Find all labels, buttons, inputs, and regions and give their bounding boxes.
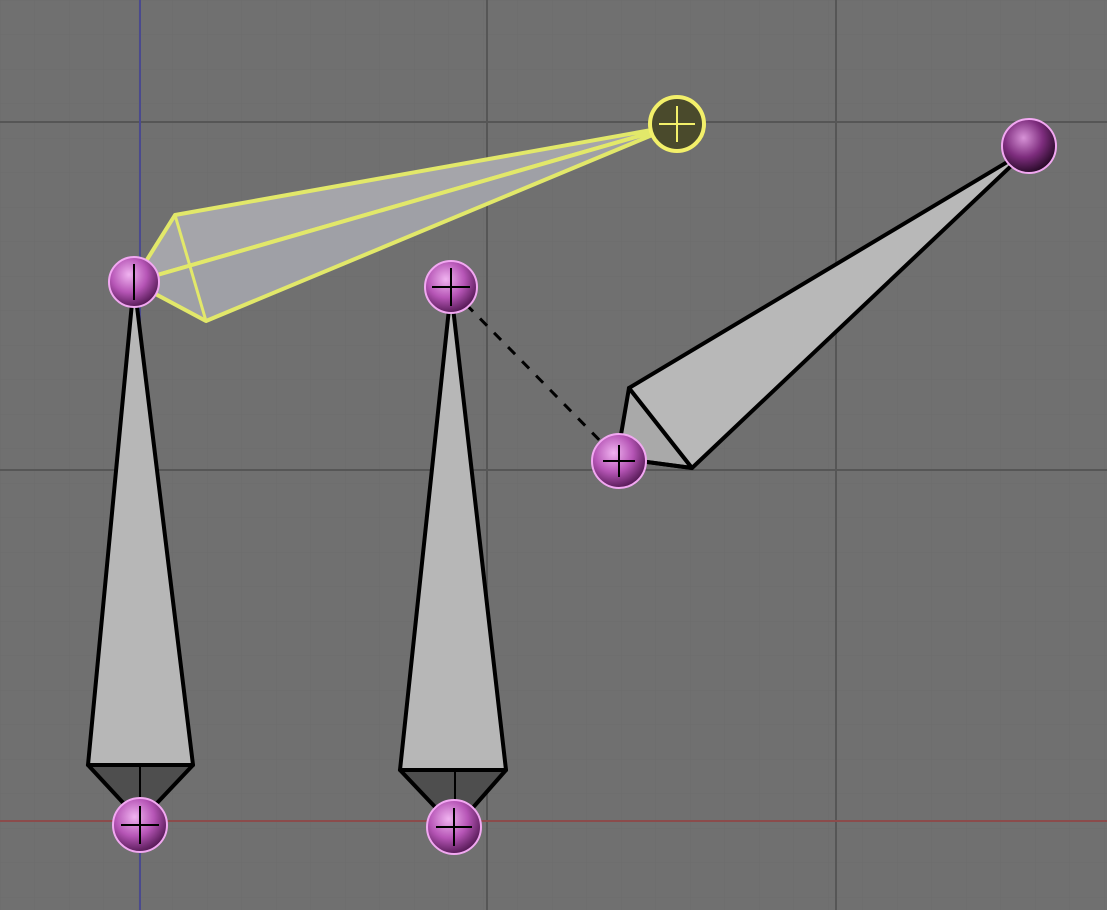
bone-4-selected[interactable] [131,124,676,323]
joint-bone2-head[interactable] [424,260,478,314]
joint-bone1-tail[interactable] [112,797,168,853]
bone-1[interactable] [86,280,195,823]
joint-bone3-head[interactable] [591,433,647,489]
selected-joint-bone4-tail[interactable] [648,95,706,153]
joint-bone3-tail[interactable] [1001,118,1057,174]
joint-bone1-head[interactable] [108,256,160,308]
joint-bone2-tail[interactable] [426,799,482,855]
